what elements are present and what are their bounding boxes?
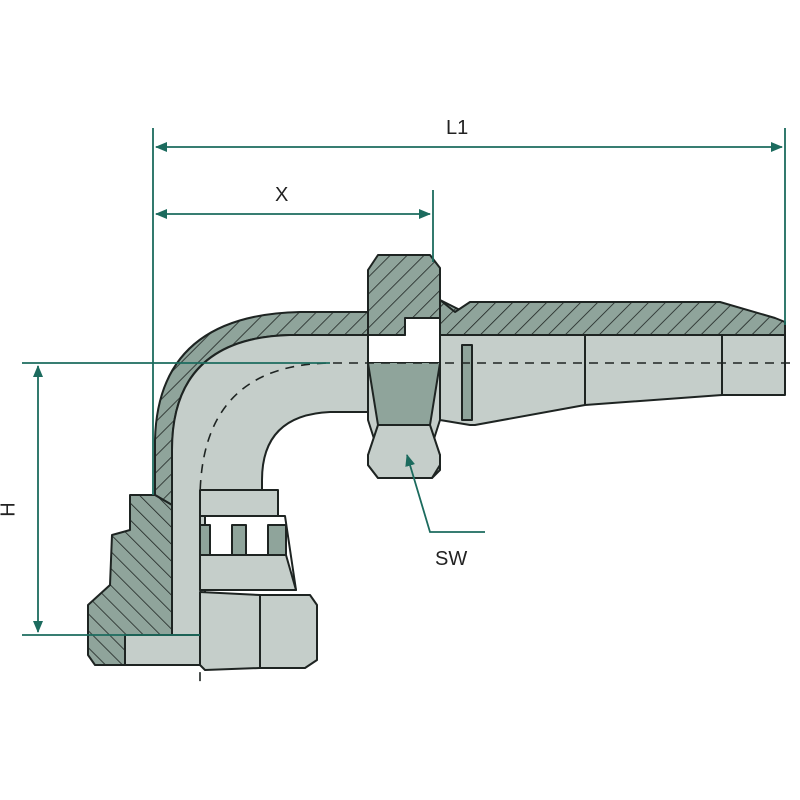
tube-wall-section xyxy=(439,299,786,336)
label-x: X xyxy=(275,184,289,206)
swivel-nut-section xyxy=(87,494,206,666)
label-sw: SW xyxy=(435,548,468,570)
swivel-hex xyxy=(199,591,318,671)
label-h: H xyxy=(0,502,21,516)
bottom-bore xyxy=(124,634,201,666)
sw-leader xyxy=(405,454,485,533)
tube-body xyxy=(439,334,786,426)
label-l1: L1 xyxy=(446,117,469,139)
center-line xyxy=(199,362,790,688)
